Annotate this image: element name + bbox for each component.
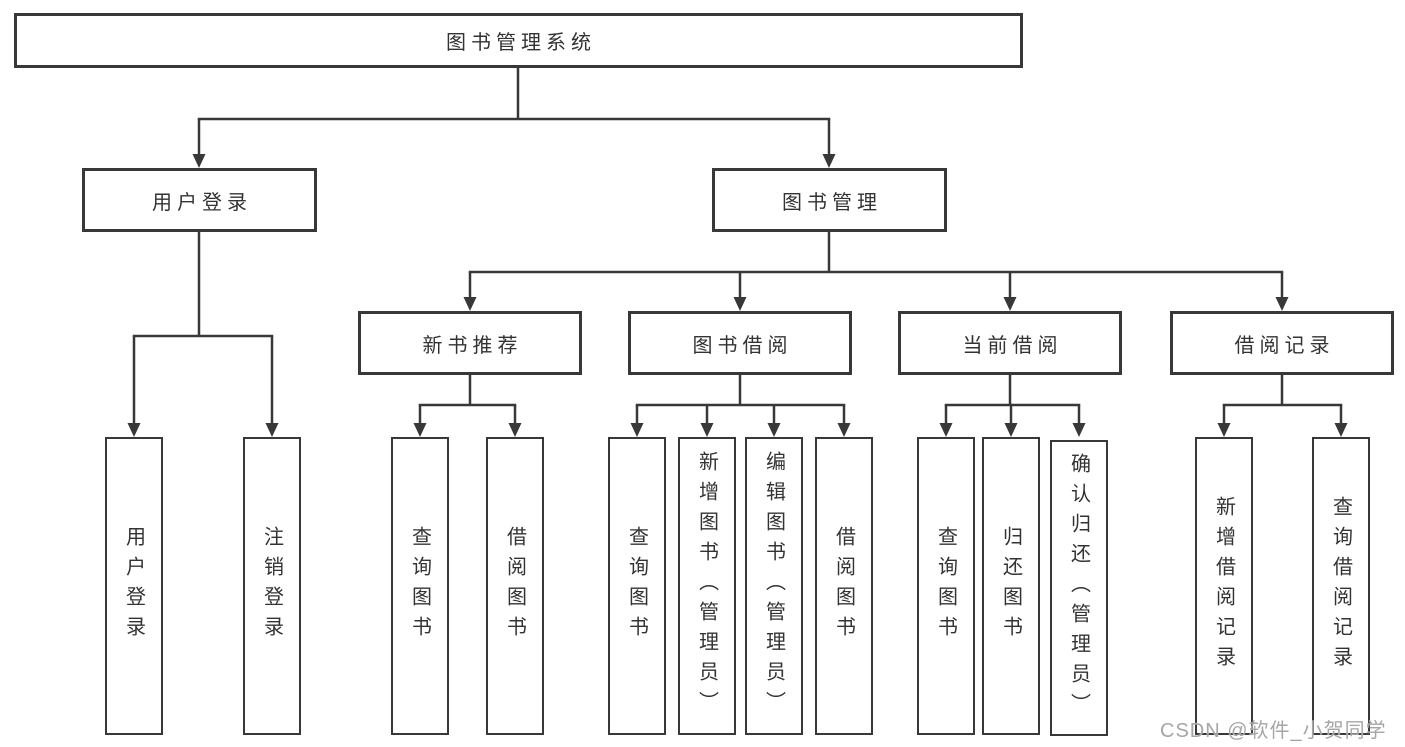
leaf-query-books-recommend: 查询图书 — [391, 437, 449, 735]
leaf-query-books-current: 查询图书 — [917, 437, 975, 735]
leaf-add-borrow-record-label: 新增借阅记录 — [1212, 496, 1235, 676]
csdn-watermark: CSDN @软件_小贺同学 — [1160, 720, 1387, 742]
node-current-borrow: 当前借阅 — [898, 311, 1122, 375]
arrowheads — [127, 154, 1348, 437]
node-book-borrow: 图书借阅 — [628, 311, 852, 375]
node-book-management-module: 图书管理 — [712, 168, 947, 232]
leaf-user-login: 用户登录 — [105, 437, 163, 735]
leaf-borrow-books: 借阅图书 — [815, 437, 873, 735]
leaf-query-borrow-record-label: 查询借阅记录 — [1329, 496, 1352, 676]
leaf-add-borrow-record: 新增借阅记录 — [1195, 437, 1253, 735]
leaf-query-books-current-label: 查询图书 — [934, 526, 957, 646]
node-new-book-recommend: 新书推荐 — [358, 311, 582, 375]
leaf-edit-books-admin-label: 编辑图书（管理员） — [762, 451, 785, 721]
leaf-confirm-return-admin: 确认归还（管理员） — [1050, 440, 1108, 736]
leaf-user-login-label: 用户登录 — [122, 526, 145, 646]
leaf-logout: 注销登录 — [243, 437, 301, 735]
leaf-query-books-borrow: 查询图书 — [608, 437, 666, 735]
leaf-query-borrow-record: 查询借阅记录 — [1312, 437, 1370, 735]
leaf-logout-label: 注销登录 — [260, 526, 283, 646]
leaf-query-books-recommend-label: 查询图书 — [408, 526, 431, 646]
leaf-borrow-books-label: 借阅图书 — [832, 526, 855, 646]
node-root-system: 图书管理系统 — [14, 13, 1023, 68]
leaf-edit-books-admin: 编辑图书（管理员） — [745, 437, 803, 735]
leaf-query-books-borrow-label: 查询图书 — [625, 526, 648, 646]
leaf-return-books: 归还图书 — [982, 437, 1040, 735]
leaf-add-books-admin-label: 新增图书（管理员） — [695, 451, 718, 721]
leaf-confirm-return-admin-label: 确认归还（管理员） — [1067, 453, 1090, 723]
leaf-return-books-label: 归还图书 — [999, 526, 1022, 646]
node-user-login-module: 用户登录 — [82, 168, 317, 232]
leaf-borrow-books-recommend: 借阅图书 — [486, 437, 544, 735]
leaf-add-books-admin: 新增图书（管理员） — [678, 437, 736, 735]
node-borrow-records: 借阅记录 — [1170, 311, 1394, 375]
leaf-borrow-books-recommend-label: 借阅图书 — [503, 526, 526, 646]
